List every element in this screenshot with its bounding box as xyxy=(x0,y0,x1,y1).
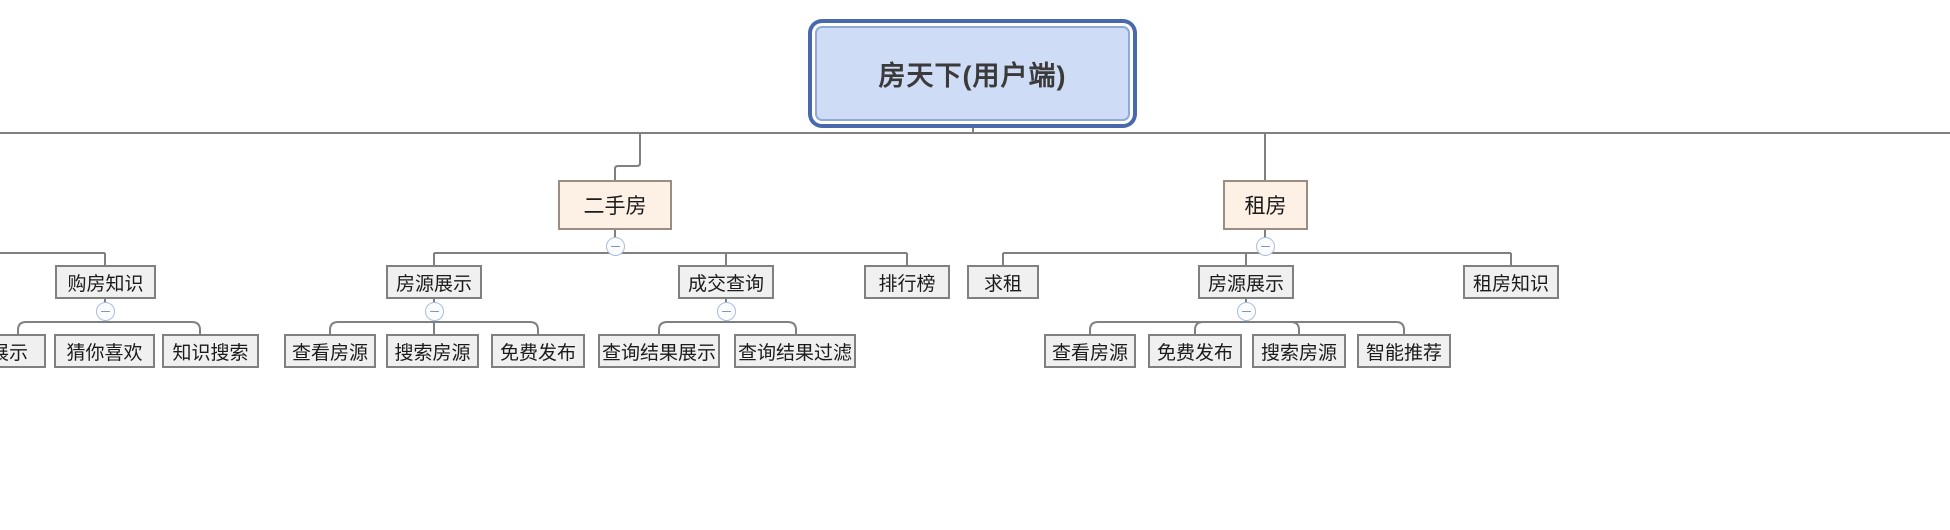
category-node-chengjiaochaxun[interactable]: 成交查询 xyxy=(678,265,774,299)
category-label: 租房知识 xyxy=(1472,273,1549,295)
category-label: 求租 xyxy=(983,273,1022,295)
category-node-zufangzhishi[interactable]: 租房知识 xyxy=(1463,265,1559,299)
leaf-node-mianfeifabu-zufang[interactable]: 免费发布 xyxy=(1148,334,1242,368)
leaf-label: 展示 xyxy=(0,342,28,364)
leaf-node-chaxunjieguoguolv[interactable]: 查询结果过滤 xyxy=(734,334,856,368)
leaf-node-chakanfangyuan-ershoufang[interactable]: 查看房源 xyxy=(284,334,376,368)
collapse-toggle-ershoufang[interactable] xyxy=(606,237,625,256)
branch-label: 租房 xyxy=(1244,195,1287,218)
leaf-label: 查看房源 xyxy=(1051,342,1128,364)
leaf-node-chakanfangyuan-zufang[interactable]: 查看房源 xyxy=(1044,334,1136,368)
leaf-label: 知识搜索 xyxy=(172,342,249,364)
leaf-node-sousuofangyuan-zufang[interactable]: 搜索房源 xyxy=(1252,334,1346,368)
leaf-label: 搜索房源 xyxy=(394,342,471,364)
category-node-qiuzu[interactable]: 求租 xyxy=(967,265,1039,299)
leaf-label: 查看房源 xyxy=(291,342,368,364)
branch-node-zufang[interactable]: 租房 xyxy=(1223,180,1308,230)
collapse-toggle-goufangzhishi[interactable] xyxy=(96,302,115,321)
leaf-label: 免费发布 xyxy=(1156,342,1233,364)
category-label: 房源展示 xyxy=(395,273,472,295)
category-label: 成交查询 xyxy=(687,273,764,295)
minus-icon xyxy=(611,245,620,248)
leaf-node-zhinengtuijian[interactable]: 智能推荐 xyxy=(1357,334,1451,368)
minus-icon xyxy=(430,310,439,313)
minus-icon xyxy=(1261,245,1270,248)
category-label: 房源展示 xyxy=(1207,273,1284,295)
leaf-label: 搜索房源 xyxy=(1260,342,1337,364)
leaf-label: 智能推荐 xyxy=(1365,342,1442,364)
category-label: 购房知识 xyxy=(67,273,144,295)
leaf-node-chaxunjieguozhanshi[interactable]: 查询结果展示 xyxy=(598,334,720,368)
minus-icon xyxy=(722,310,731,313)
category-node-goufangzhishi[interactable]: 购房知识 xyxy=(55,265,156,299)
branch-node-ershoufang[interactable]: 二手房 xyxy=(558,180,672,230)
category-node-ershoufang-fangyuanzhanshi[interactable]: 房源展示 xyxy=(386,265,482,299)
leaf-node-zhanshi-clipped[interactable]: 展示 xyxy=(0,334,46,368)
leaf-label: 猜你喜欢 xyxy=(66,342,143,364)
root-node[interactable]: 房天下(用户端) xyxy=(815,26,1130,121)
leaf-node-zhishiSousuo[interactable]: 知识搜索 xyxy=(162,334,259,368)
leaf-label: 查询结果展示 xyxy=(601,342,716,364)
collapse-toggle-zufang[interactable] xyxy=(1256,237,1275,256)
root-node-label: 房天下(用户端) xyxy=(878,61,1067,91)
leaf-node-sousuofangyuan-ershoufang[interactable]: 搜索房源 xyxy=(386,334,479,368)
minus-icon xyxy=(101,310,110,313)
category-node-zufang-fangyuanzhanshi[interactable]: 房源展示 xyxy=(1198,265,1294,299)
category-label: 排行榜 xyxy=(878,273,936,295)
leaf-label: 查询结果过滤 xyxy=(737,342,852,364)
collapse-toggle-chengjiaochaxun[interactable] xyxy=(717,302,736,321)
category-node-paihangbang[interactable]: 排行榜 xyxy=(864,265,950,299)
leaf-label: 免费发布 xyxy=(499,342,576,364)
minus-icon xyxy=(1242,310,1251,313)
leaf-node-caiNiXihuan[interactable]: 猜你喜欢 xyxy=(54,334,155,368)
branch-label: 二手房 xyxy=(583,195,647,218)
collapse-toggle-ershoufang-fangyuanzhanshi[interactable] xyxy=(425,302,444,321)
leaf-node-mianfeifabu-ershoufang[interactable]: 免费发布 xyxy=(491,334,585,368)
collapse-toggle-zufang-fangyuanzhanshi[interactable] xyxy=(1237,302,1256,321)
